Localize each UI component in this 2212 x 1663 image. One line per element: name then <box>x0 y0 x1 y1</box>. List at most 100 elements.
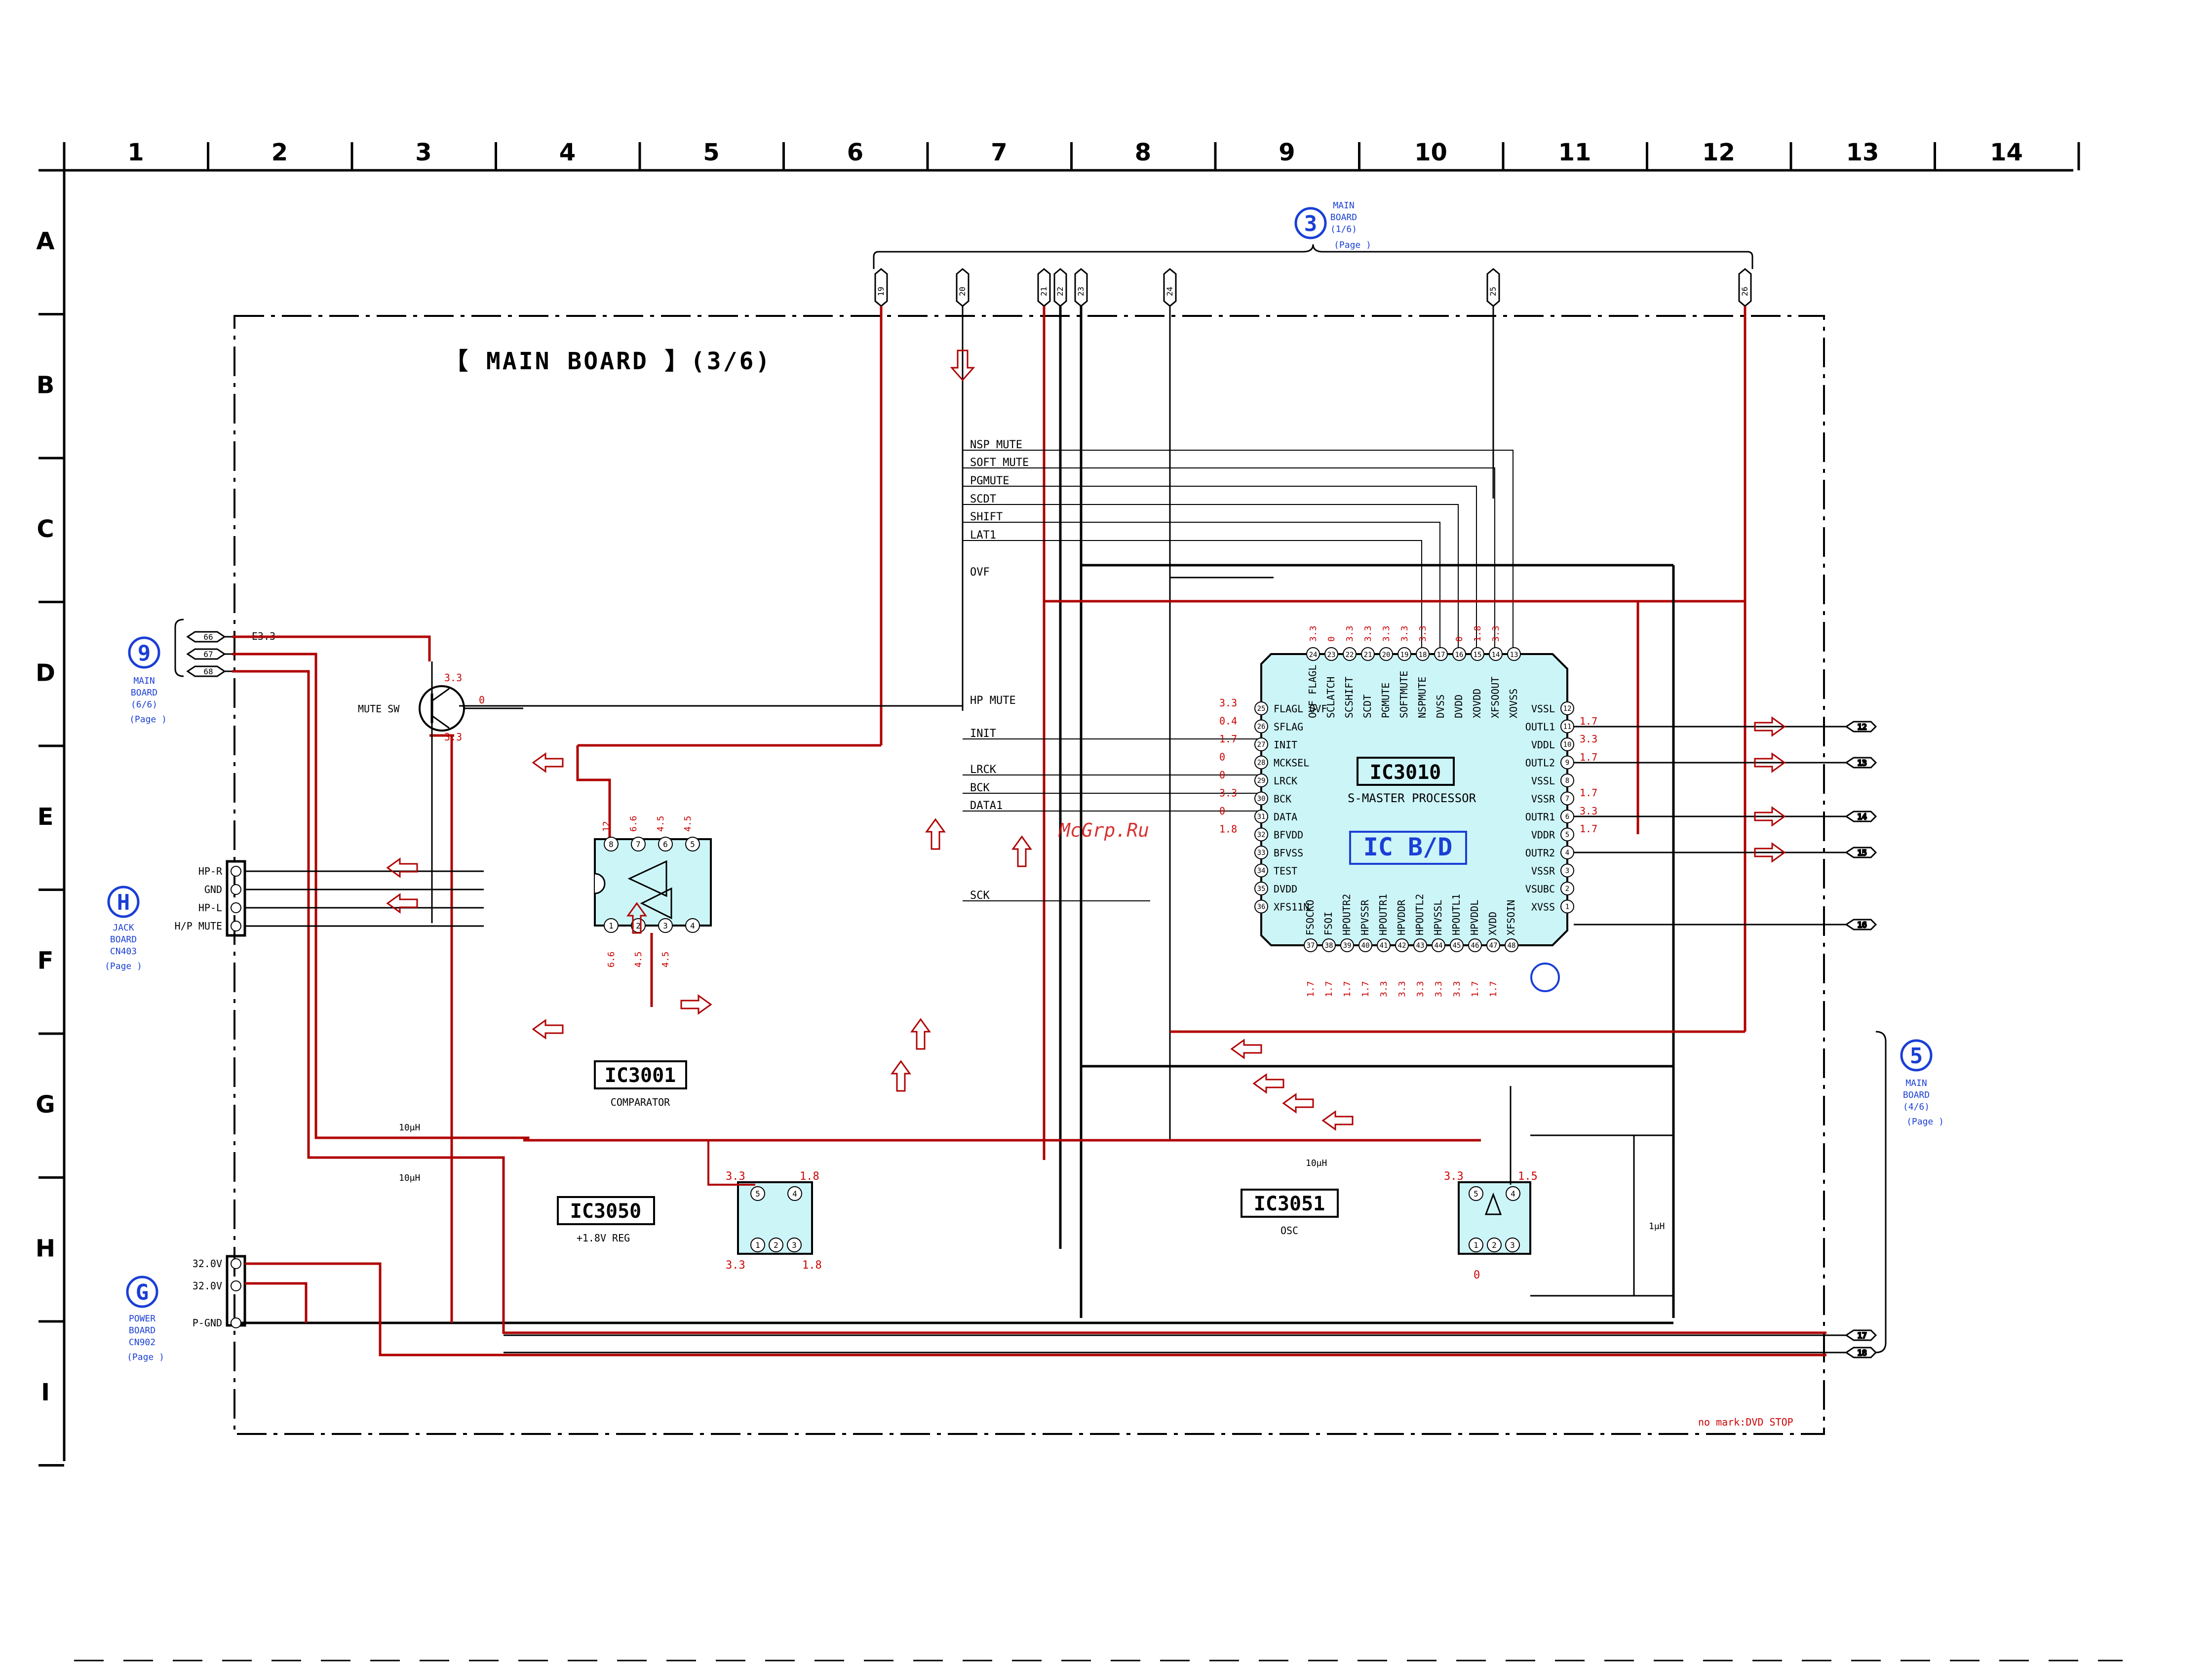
top-pin-25: 25 <box>1488 287 1498 296</box>
ic3010-lpin-31: 31 <box>1257 813 1266 821</box>
connH-line1: JACK <box>113 923 134 933</box>
conn9-pin-67: 67 <box>203 650 213 659</box>
ic3051-tpin-5: 5 <box>1474 1189 1478 1199</box>
connH-num: H <box>117 890 130 915</box>
mute-sw-label: MUTE SW <box>358 703 400 715</box>
ic3010-topv-7: 0 <box>1454 636 1465 642</box>
ic3010-botv-1: 1.7 <box>1324 981 1334 997</box>
conn5-page: (Page ) <box>1906 1117 1944 1127</box>
ic3001-bpin-4: 4 <box>690 921 695 930</box>
ic3010-lpin-35: 35 <box>1257 885 1266 893</box>
bus-label-4: SHIFT <box>970 511 1003 523</box>
connG-line2: BOARD <box>129 1325 155 1336</box>
conn3-page: (Page ) <box>1334 240 1371 250</box>
grid-row-H: H <box>36 1235 55 1263</box>
ic3010-pinlbl-18: NSPMUTE <box>1416 677 1428 718</box>
ic3051-name: IC3051 <box>1254 1193 1325 1215</box>
conn9-num: 9 <box>138 641 151 666</box>
conn9-line1: MAIN <box>133 676 155 686</box>
ic3010-pinlbl-24: OVF FLAGL <box>1307 665 1319 718</box>
ic3010-pin-[object Object]: 22 <box>1346 651 1354 659</box>
conn9-line2: BOARD <box>131 688 157 698</box>
conn5-line3: (4/6) <box>1903 1102 1930 1112</box>
grid-col-1: 1 <box>127 139 144 166</box>
grid-col-10: 10 <box>1414 139 1447 166</box>
ic3001-tpin-6: 6 <box>663 840 668 849</box>
ic3010-desc: S-MASTER PROCESSOR <box>1348 791 1476 805</box>
ic3010-pin-[object Object]: 23 <box>1327 651 1336 659</box>
ic3010-pin-[object Object]: 13 <box>1510 651 1518 659</box>
bus-label-9: LRCK <box>970 764 997 776</box>
ic3010-lpin-34: 34 <box>1257 867 1266 875</box>
ic3010-pinlbl-22: SCSHIFT <box>1343 677 1355 718</box>
inductor-l2: 10μH <box>399 1173 420 1183</box>
ic3050-tpin-5: 5 <box>755 1189 760 1199</box>
ic3010-pinlbl-16: DVDD <box>1453 695 1465 718</box>
right-pin-16: 16 <box>1857 920 1866 929</box>
ic3010-pin-[object Object]: 15 <box>1474 651 1482 659</box>
ic3010-bpinlbl-40: HPVSSR <box>1359 899 1371 935</box>
ic3010-rpin-10: 10 <box>1563 741 1572 749</box>
conn9-line3: (6/6) <box>131 699 157 710</box>
right-pin-13: 13 <box>1857 758 1866 768</box>
ic3010-topv-2: 3.3 <box>1345 625 1355 642</box>
ic3010-botv-9: 1.7 <box>1470 981 1480 997</box>
grid-col-11: 11 <box>1558 139 1591 166</box>
ic3051-bpin-2: 2 <box>1492 1240 1497 1250</box>
grid-row-D: D <box>36 659 55 687</box>
ic3001-tv-2: 4.5 <box>656 815 666 832</box>
ic3010-botv-4: 3.3 <box>1379 981 1389 997</box>
conn3-line2: BOARD <box>1330 212 1357 223</box>
ic3051-desc: OSC <box>1281 1225 1298 1237</box>
ic3010-rpin-12: 12 <box>1563 705 1572 713</box>
ic3010-sub: IC B/D <box>1363 833 1453 861</box>
right-pin-15: 15 <box>1857 848 1866 857</box>
ic3010-leftv-5: 3.3 <box>1219 787 1237 799</box>
connG-page: (Page ) <box>127 1352 164 1362</box>
ic3010-bpinlbl-48: XFSOIN <box>1505 900 1517 935</box>
ic3010-rightv-5: 1.7 <box>1580 823 1597 835</box>
ic3001-tv-0: 12 <box>601 821 612 832</box>
connH-page: (Page ) <box>105 961 142 971</box>
ic3010-pin-[object Object]: 14 <box>1492 651 1500 659</box>
ic3050-tpin-4: 4 <box>792 1189 797 1199</box>
ic3010-pin-[object Object]: 20 <box>1382 651 1391 659</box>
ic3001-bpin-2: 2 <box>636 921 641 930</box>
ic3010-lpinlbl-28: MCKSEL <box>1274 757 1309 769</box>
ic3010-pin-[object Object]: 18 <box>1419 651 1427 659</box>
conn3-line3: (1/6) <box>1330 224 1357 234</box>
grid-col-5: 5 <box>703 139 719 166</box>
conn3-circle <box>1294 207 1327 239</box>
ic3010-topv-8: 1.8 <box>1473 625 1483 642</box>
ic3010-rpinlbl-5: VDDR <box>1531 829 1555 841</box>
ic3010-rightv-1: 3.3 <box>1580 733 1597 745</box>
ic3010-topv-6: 3.3 <box>1418 625 1428 642</box>
top-pin-21: 21 <box>1039 287 1048 296</box>
grid-col-13: 13 <box>1846 139 1879 166</box>
ic3010-pin-[object Object]: 21 <box>1364 651 1372 659</box>
ic3010-pinlbl-15: XOVDD <box>1471 689 1483 718</box>
ic3010-lpinlbl-29: LRCK <box>1274 775 1297 787</box>
bus-label-2: PGMUTE <box>970 475 1009 487</box>
ic3010-rpinlbl-7: VSSR <box>1531 793 1555 805</box>
right-pin-14: 14 <box>1857 812 1866 821</box>
bus-label-0: NSP MUTE <box>970 439 1022 451</box>
ic3010-name: IC3010 <box>1370 761 1441 784</box>
ic3010-rpinlbl-10: VDDL <box>1531 739 1555 751</box>
ic3010-rpinlbl-2: VSUBC <box>1525 883 1555 895</box>
ic3010-rpinlbl-1: XVSS <box>1531 901 1555 913</box>
ic3001-tpin-5: 5 <box>690 840 695 849</box>
ic3010-lpinlbl-31: DATA <box>1274 811 1297 823</box>
ic3050-v-2: 3.3 <box>726 1259 745 1272</box>
ic3010-pin-[object Object]: 24 <box>1309 651 1318 659</box>
ic3010-rpin-4: 4 <box>1565 849 1569 857</box>
top-pin-20: 20 <box>958 287 967 296</box>
connH-label-1: GND <box>204 884 222 895</box>
ic3010-pinlbl-20: PGMUTE <box>1380 683 1392 718</box>
ic3001-bpin-3: 3 <box>663 921 668 930</box>
ic3010-leftv-0: 3.3 <box>1219 697 1237 709</box>
ic3010-bpin-48: 48 <box>1508 942 1516 950</box>
ic3010-rpin-1: 1 <box>1565 903 1569 911</box>
